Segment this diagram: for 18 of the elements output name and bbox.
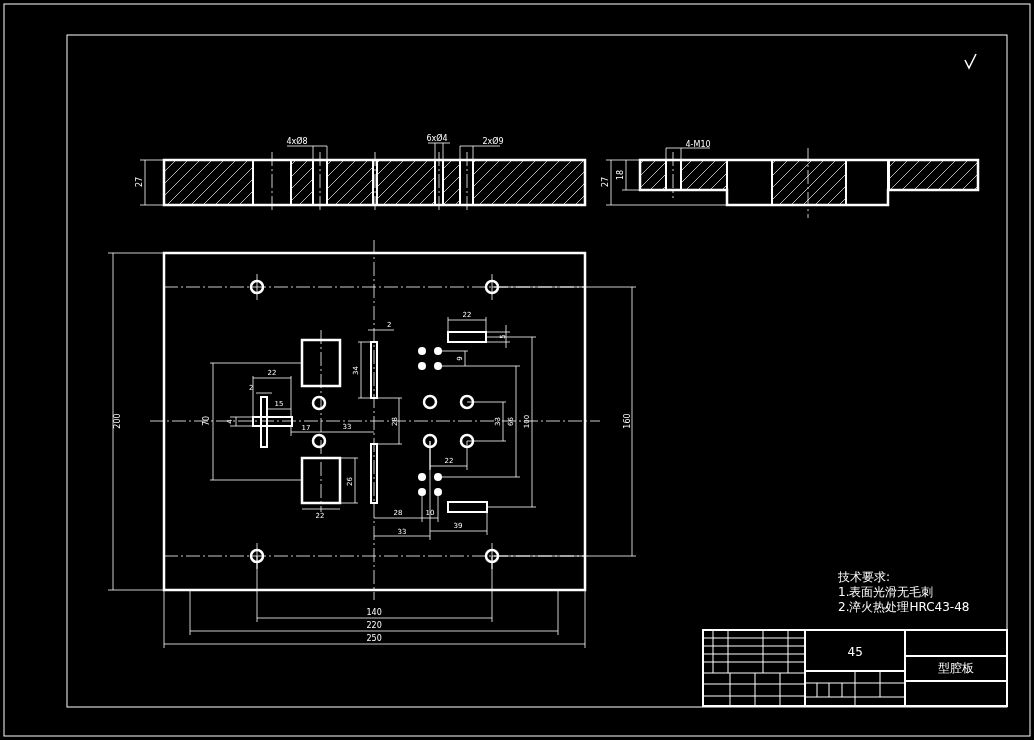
note-text: 2.淬火热处理HRC43-48 [838, 601, 970, 613]
dimension-text: 18 [617, 169, 626, 181]
dimension-text: 160 [623, 413, 632, 429]
dimension-text: 2xØ9 [482, 138, 504, 146]
dimension-text: 4-M10 [685, 141, 711, 149]
dimension-text: 6xØ4 [426, 135, 448, 143]
dimension-text: 27 [602, 176, 611, 188]
dimension-text: 140 [366, 609, 382, 617]
dimension-text: 4xØ8 [286, 138, 308, 146]
dimension-text: 220 [366, 622, 382, 630]
dimension-text: 200 [113, 413, 122, 429]
note-text: 1.表面光滑无毛刺 [838, 586, 934, 598]
dimension-text: 70 [203, 415, 212, 427]
dimension-text: 250 [366, 635, 382, 643]
note-text: 技术要求: [838, 571, 891, 583]
title-block-text: 45 [847, 646, 863, 658]
dimension-text: 27 [136, 176, 145, 188]
title-block-text: 型腔板 [938, 662, 974, 674]
